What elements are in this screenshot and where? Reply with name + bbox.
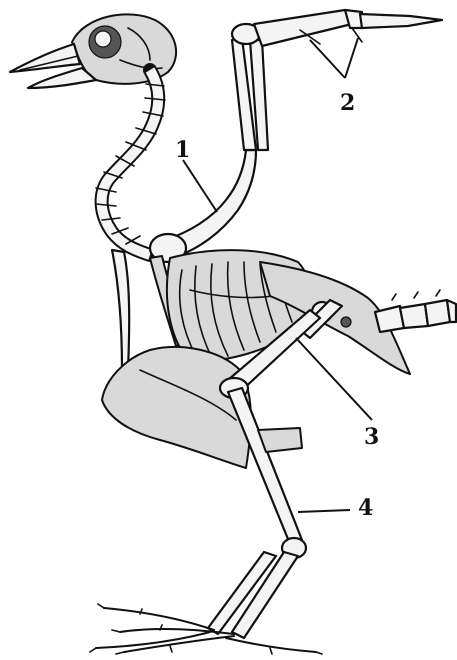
callout-label-4: 4 (358, 495, 373, 521)
leader-4 (298, 510, 350, 512)
leader-3 (296, 338, 372, 420)
leader-2b (345, 38, 358, 78)
callout-label-1: 1 (175, 137, 190, 163)
wing (165, 10, 442, 258)
callout-label-3: 3 (364, 424, 379, 450)
tail-vertebrae (375, 290, 456, 332)
sternum-keel (102, 347, 251, 468)
leader-2a (310, 40, 345, 78)
neck-vertebrae (96, 70, 165, 255)
foot (90, 604, 322, 654)
callout-label-2: 2 (340, 90, 355, 116)
leader-1 (183, 160, 217, 212)
